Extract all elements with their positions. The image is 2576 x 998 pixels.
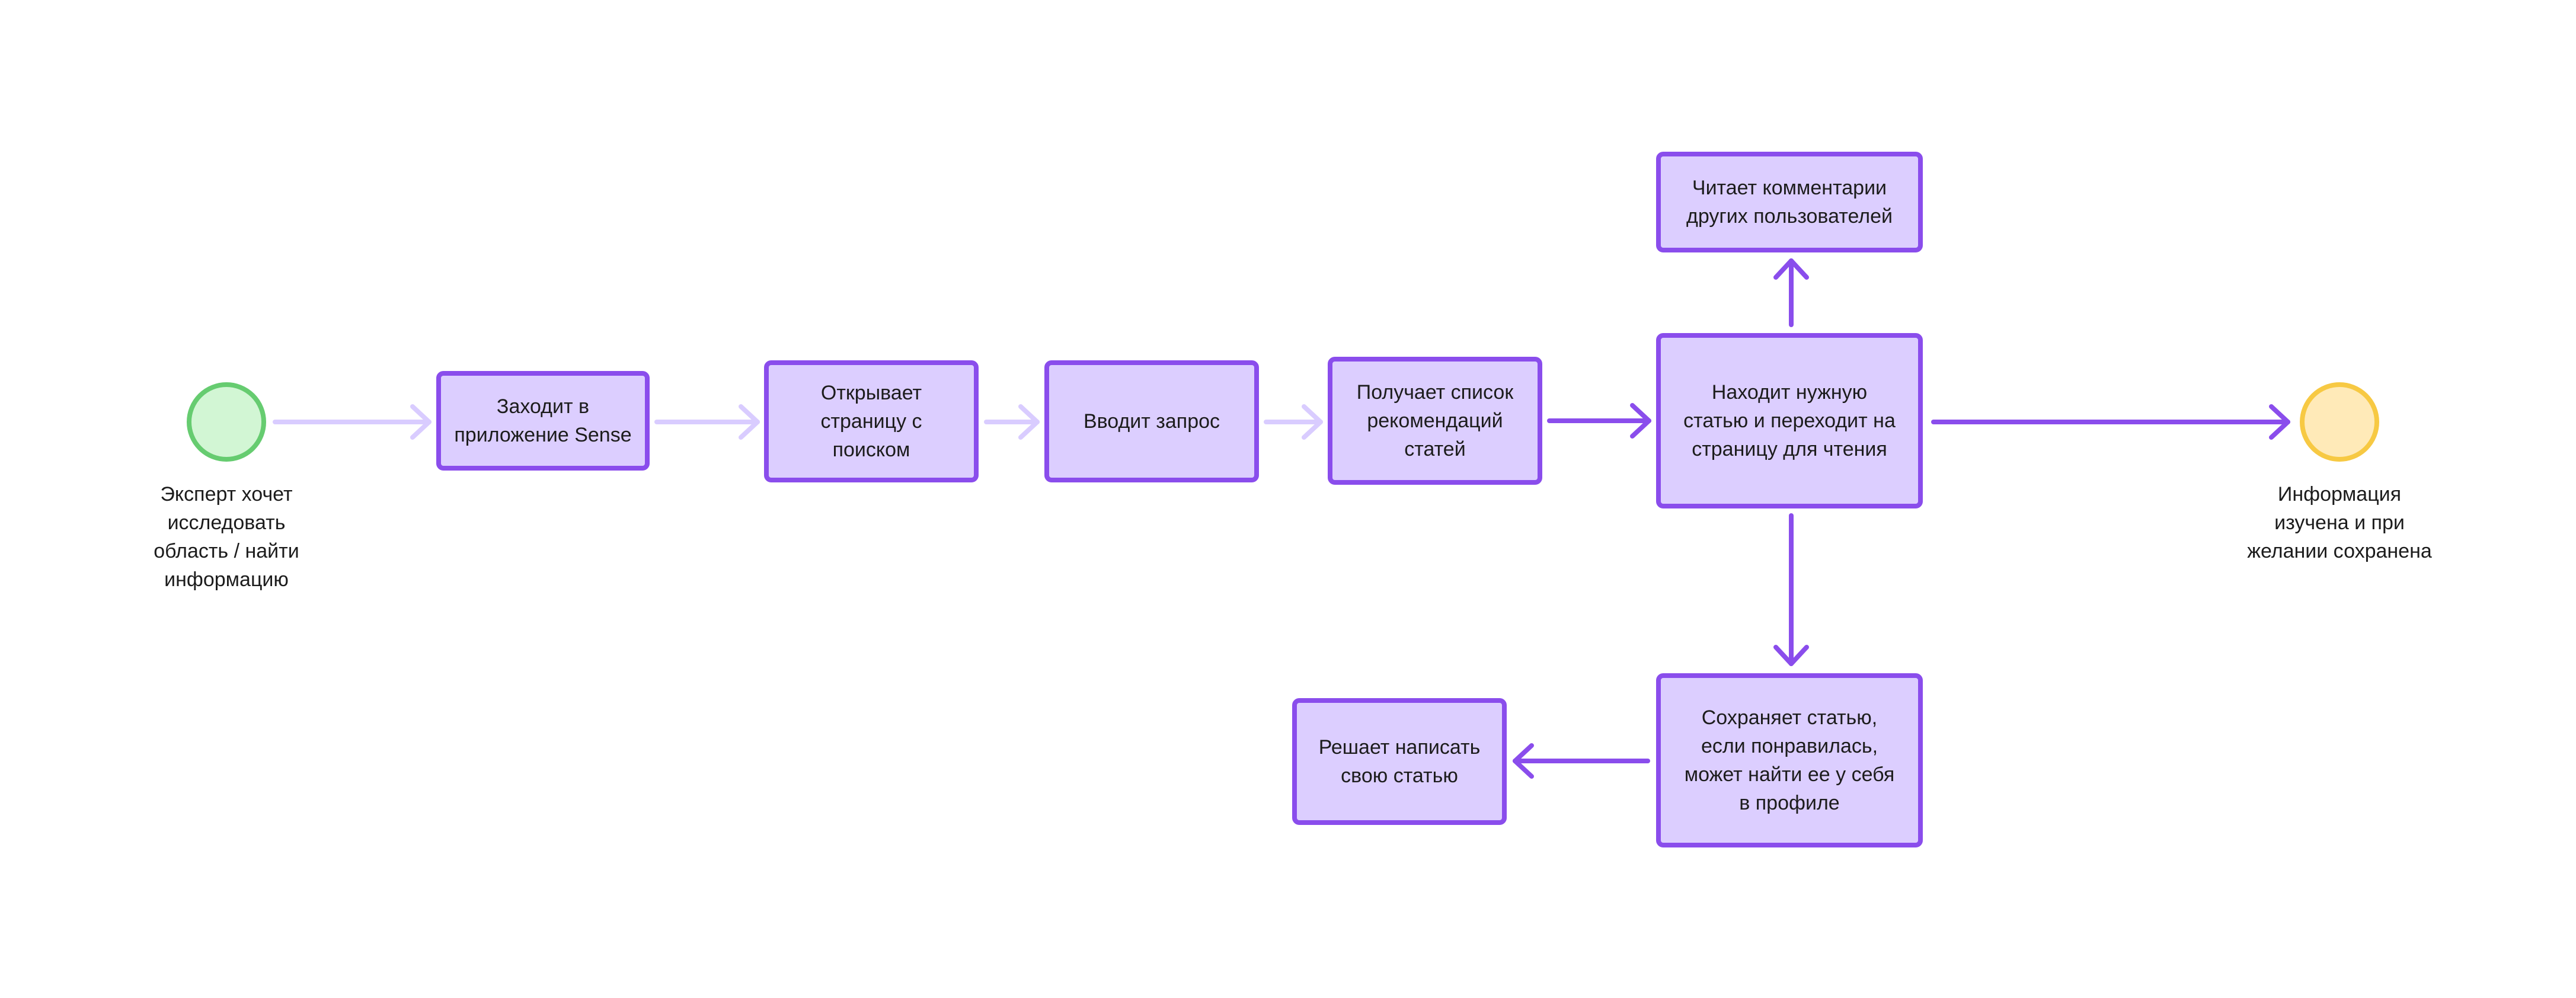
step-get-list[interactable]: Получает список рекомендаций статей — [1328, 357, 1542, 485]
edge-start-to-enter-app — [273, 404, 432, 440]
end-event-circle — [2300, 382, 2379, 462]
start-event-label: Эксперт хочет исследовать область / найт… — [154, 483, 299, 591]
step-read-comments[interactable]: Читает комментарии других пользователей — [1656, 152, 1923, 252]
step-read-comments-label: Читает комментарии других пользователей — [1686, 177, 1893, 228]
start-event-circle — [187, 382, 266, 462]
edge-get-list-to-find-article — [1547, 403, 1651, 439]
end-event-label: Информация изучена и при желании сохране… — [2247, 483, 2432, 562]
edge-find-article-to-end — [1931, 404, 2290, 440]
step-save-article-label: Сохраняет статью, если понравилась, може… — [1684, 706, 1895, 814]
step-open-search-label: Открывает страницу с поиском — [820, 382, 922, 461]
step-enter-app[interactable]: Заходит в приложение Sense — [436, 371, 650, 471]
step-enter-app-label: Заходит в приложение Sense — [454, 395, 632, 446]
edge-enter-query-to-get-list — [1264, 404, 1323, 440]
step-write-article-label: Решает написать свою статью — [1318, 736, 1481, 787]
step-enter-query-label: Вводит запрос — [1083, 410, 1220, 433]
edge-find-article-to-read-comments — [1773, 258, 1809, 327]
step-enter-query[interactable]: Вводит запрос — [1044, 360, 1259, 482]
step-find-article[interactable]: Находит нужную статью и переходит на стр… — [1656, 333, 1923, 508]
edge-enter-app-to-open-search — [654, 404, 760, 440]
step-write-article[interactable]: Решает написать свою статью — [1292, 698, 1507, 825]
edge-open-search-to-enter-query — [984, 404, 1040, 440]
step-find-article-label: Находит нужную статью и переходит на стр… — [1683, 381, 1896, 460]
step-save-article[interactable]: Сохраняет статью, если понравилась, може… — [1656, 673, 1923, 847]
edge-save-article-to-write-article — [1513, 743, 1650, 779]
step-open-search[interactable]: Открывает страницу с поиском — [764, 360, 979, 482]
edge-find-article-to-save-article — [1773, 513, 1809, 666]
step-get-list-label: Получает список рекомендаций статей — [1356, 381, 1514, 460]
